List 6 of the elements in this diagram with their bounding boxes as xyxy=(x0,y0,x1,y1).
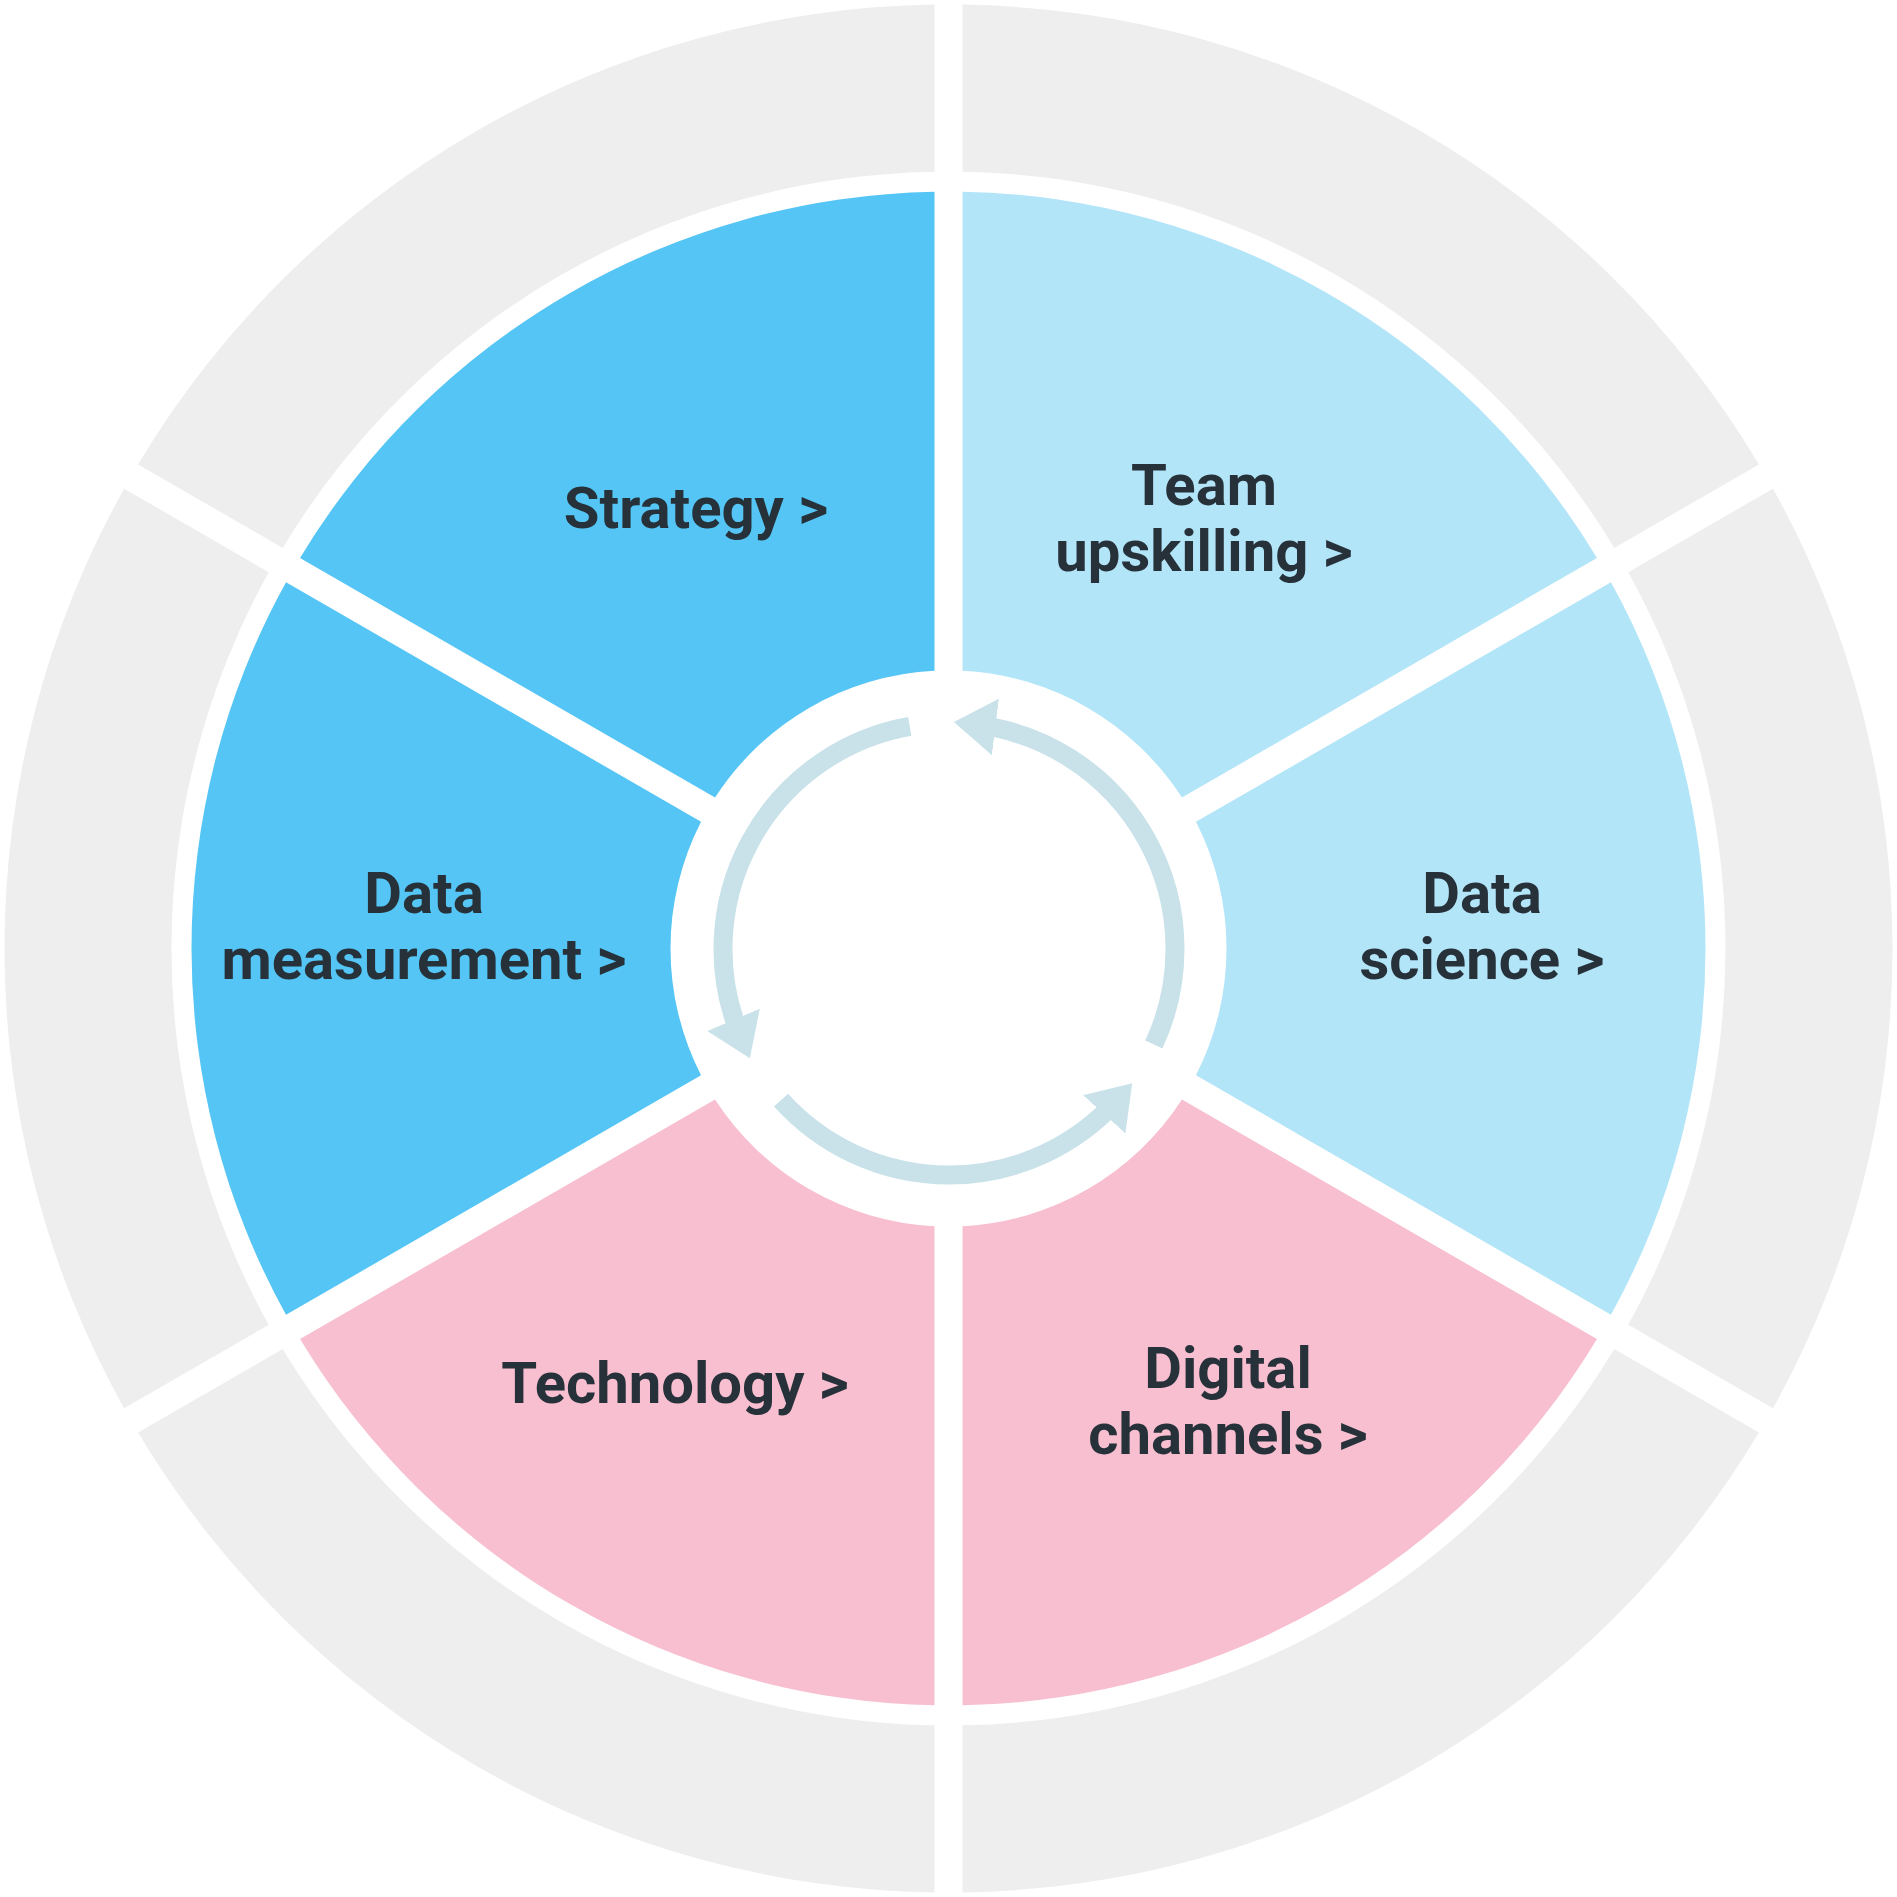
segment-label: Team upskilling > xyxy=(1054,452,1354,584)
segment-label: Digital channels > xyxy=(1087,1335,1369,1467)
segment-label: Technology > xyxy=(500,1350,850,1416)
segment-label: Strategy > xyxy=(562,475,830,541)
segment-label: Data measurement > xyxy=(220,860,628,992)
segment-label: Data science > xyxy=(1358,860,1606,992)
